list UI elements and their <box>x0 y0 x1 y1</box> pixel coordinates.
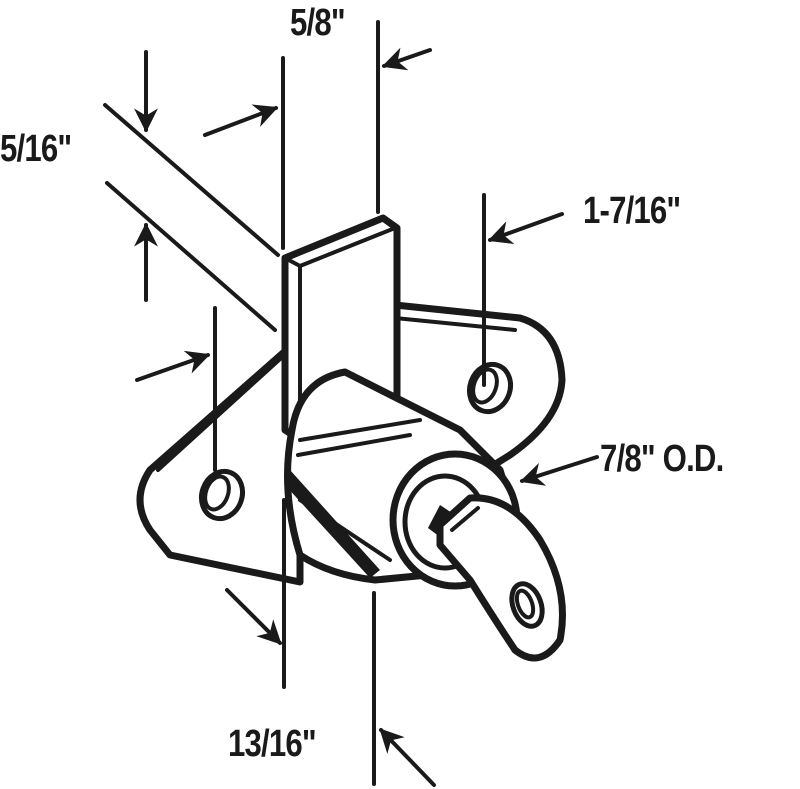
bolt-width-label: 5/8" <box>290 2 346 44</box>
cylinder-length-label: 13/16" <box>228 723 317 765</box>
mounting-plate <box>136 301 566 586</box>
hole-spacing-label: 1-7/16" <box>583 190 681 232</box>
key <box>428 494 566 662</box>
dimension-lines <box>103 20 599 787</box>
cylinder-diameter-label: 7/8" O.D. <box>600 438 724 480</box>
bolt-thickness-label: 5/16" <box>0 128 72 170</box>
